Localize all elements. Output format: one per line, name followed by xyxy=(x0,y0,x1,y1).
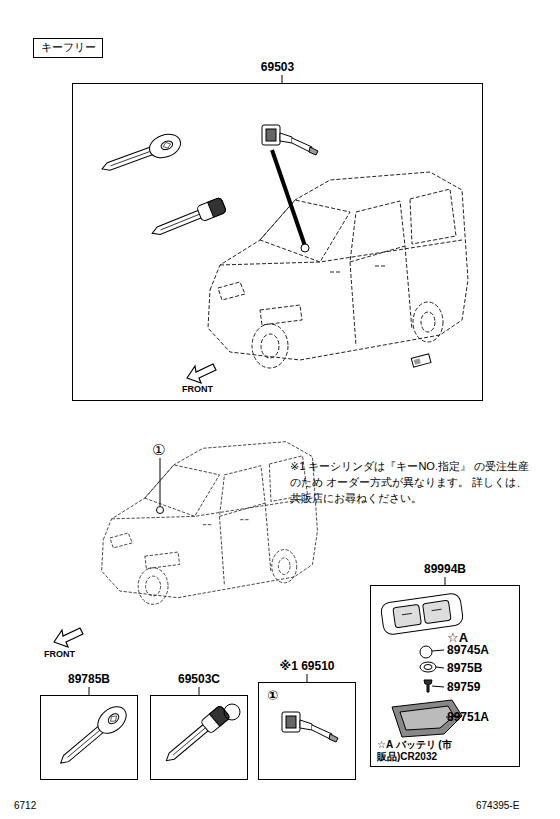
remote-parts xyxy=(393,604,422,627)
key-card xyxy=(411,354,431,367)
callout-leader xyxy=(199,687,200,695)
callout-leader xyxy=(89,687,90,695)
callout-leader xyxy=(445,577,446,585)
direction-label: FRONT xyxy=(182,383,213,396)
car-illustration xyxy=(102,172,468,604)
note-text: ※1 キーシリンダは『キーNO.指定』 の受注生産のため オーダー方式が異なりま… xyxy=(290,458,535,506)
remote-parts xyxy=(424,680,432,692)
part-number: 89751A xyxy=(447,710,489,724)
section-tag: キーフリー xyxy=(41,39,96,55)
part-number: 89785B xyxy=(68,672,110,686)
front-arrow xyxy=(54,628,83,647)
part-number: 89745A xyxy=(447,643,489,657)
remote-parts xyxy=(432,650,444,651)
car-illustration xyxy=(102,442,318,605)
front-arrow xyxy=(54,364,216,647)
remote-parts xyxy=(424,665,432,670)
car-illustration xyxy=(208,172,468,368)
key-card xyxy=(411,354,431,367)
key-card xyxy=(414,358,421,364)
part-group-box: 89994B☆A89745A8975B8975989751A☆A バッテリ (市… xyxy=(370,585,520,767)
remote-parts xyxy=(380,593,464,636)
remote-parts xyxy=(420,662,436,672)
part-number: 8975B xyxy=(447,661,482,675)
callout-number: ① xyxy=(267,689,278,703)
remote-parts xyxy=(436,667,444,668)
part-group-box: ※1 69510① xyxy=(258,682,356,780)
remote-parts xyxy=(423,600,452,623)
callout-number: ① xyxy=(152,439,165,461)
key xyxy=(224,704,240,720)
part-group-box: 89785B xyxy=(40,695,138,780)
key-cylinder xyxy=(301,244,309,252)
key-cylinder xyxy=(262,125,338,742)
key xyxy=(54,701,132,771)
part-number: 69503 xyxy=(261,60,294,74)
part-group-box: 69503C xyxy=(150,695,248,780)
key xyxy=(161,705,230,767)
front-arrow xyxy=(187,364,216,383)
direction-label: FRONT xyxy=(44,648,75,661)
remote-parts xyxy=(400,706,454,730)
part-number: 89994B xyxy=(424,562,466,576)
callout-leader xyxy=(160,458,161,506)
battery-note: ☆A バッテリ (市販品)CR2032 xyxy=(377,739,461,763)
remote-parts xyxy=(402,609,442,615)
part-number: 69503C xyxy=(178,672,220,686)
key-cylinder xyxy=(262,125,318,155)
key xyxy=(54,130,240,771)
key xyxy=(149,197,226,241)
mark-symbol: ☆A xyxy=(447,631,468,645)
callout-leader xyxy=(157,507,164,514)
page-code: 6712 xyxy=(14,798,36,813)
callout-leader xyxy=(282,75,283,83)
callout-leader xyxy=(307,674,308,682)
remote-parts xyxy=(420,646,432,658)
key-cylinder xyxy=(282,712,338,742)
part-group-box: 69503 xyxy=(72,83,483,401)
remote-parts xyxy=(380,593,464,636)
key xyxy=(98,130,184,179)
part-number: 89759 xyxy=(447,680,480,694)
tag-box: キーフリー xyxy=(33,38,103,58)
illustration-number: 674395-E xyxy=(476,798,519,813)
remote-parts xyxy=(432,686,444,687)
part-number: ※1 69510 xyxy=(279,659,334,673)
key-cylinder xyxy=(272,150,305,246)
